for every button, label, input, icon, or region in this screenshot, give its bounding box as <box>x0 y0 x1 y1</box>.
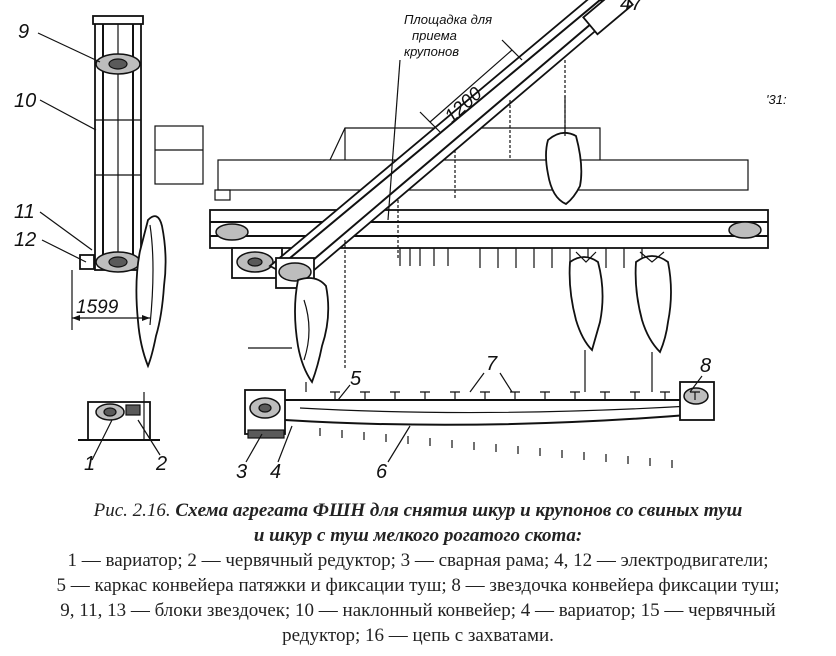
carcass-incline <box>294 277 330 392</box>
grips-top <box>330 391 700 400</box>
figure-caption: Рис. 2.16. Схема агрегата ФШН для снятия… <box>0 498 836 648</box>
diagram-figure: 9 10 11 12 1599 1 2 3 4 6 5 7 8 47 '31: … <box>14 0 787 483</box>
caption-title-line2: и шкур с туш мелкого рогатого скота: <box>253 525 583 546</box>
leader-lines <box>37 32 703 463</box>
inclined-conveyor <box>268 0 634 370</box>
label-7: 7 <box>486 353 498 375</box>
caption-title: Рис. 2.16. Схема агрегата ФШН для снятия… <box>0 498 836 523</box>
drive-unit-1-2 <box>78 392 160 441</box>
label-8: 8 <box>700 355 711 377</box>
top-right-mark: '31: <box>766 92 787 107</box>
lower-conveyor <box>244 381 715 468</box>
label-2: 2 <box>155 453 167 475</box>
label-4: 4 <box>270 461 281 483</box>
label-10: 10 <box>14 90 36 112</box>
sprocket-block-9 <box>95 53 141 75</box>
caption-title-line1: Схема агрегата ФШН для снятия шкур и кру… <box>175 500 743 521</box>
side-view <box>71 15 167 461</box>
label-6: 6 <box>376 461 388 483</box>
carcass-rail-2 <box>634 251 672 392</box>
dimension-1200 <box>419 39 523 133</box>
label-47: 47 <box>620 0 643 15</box>
label-1: 1 <box>84 453 95 475</box>
horizontal-rail <box>209 209 769 279</box>
label-3: 3 <box>236 461 247 483</box>
carcass-rail-1 <box>568 251 604 392</box>
grips-bottom <box>319 428 673 468</box>
carcass-top <box>545 96 583 206</box>
caption-legend-line: 9, 11, 13 — блоки звездочек; 10 — наклон… <box>60 600 776 621</box>
label-11: 11 <box>14 201 35 223</box>
dim-1599: 1599 <box>76 297 119 318</box>
caption-legend-line: 1 — вариатор; 2 — червячный редуктор; 3 … <box>67 550 769 571</box>
sprocket-block-11 <box>79 251 141 273</box>
platform-label-line3: крупонов <box>404 44 459 59</box>
caption-legend-line: 5 — каркас конвейера патяжки и фиксации … <box>56 575 780 596</box>
label-5: 5 <box>350 368 362 390</box>
caption-title-2: и шкур с туш мелкого рогатого скота: <box>0 523 836 548</box>
label-9: 9 <box>18 21 29 43</box>
caption-fig-number: Рис. 2.16. <box>93 500 171 521</box>
platform-label-line1: Площадка для <box>404 12 492 27</box>
caption-legend-line: редуктор; 16 — цепь с захватами. <box>282 625 554 646</box>
platform-label-line2: приема <box>412 28 457 43</box>
label-12: 12 <box>14 229 36 251</box>
